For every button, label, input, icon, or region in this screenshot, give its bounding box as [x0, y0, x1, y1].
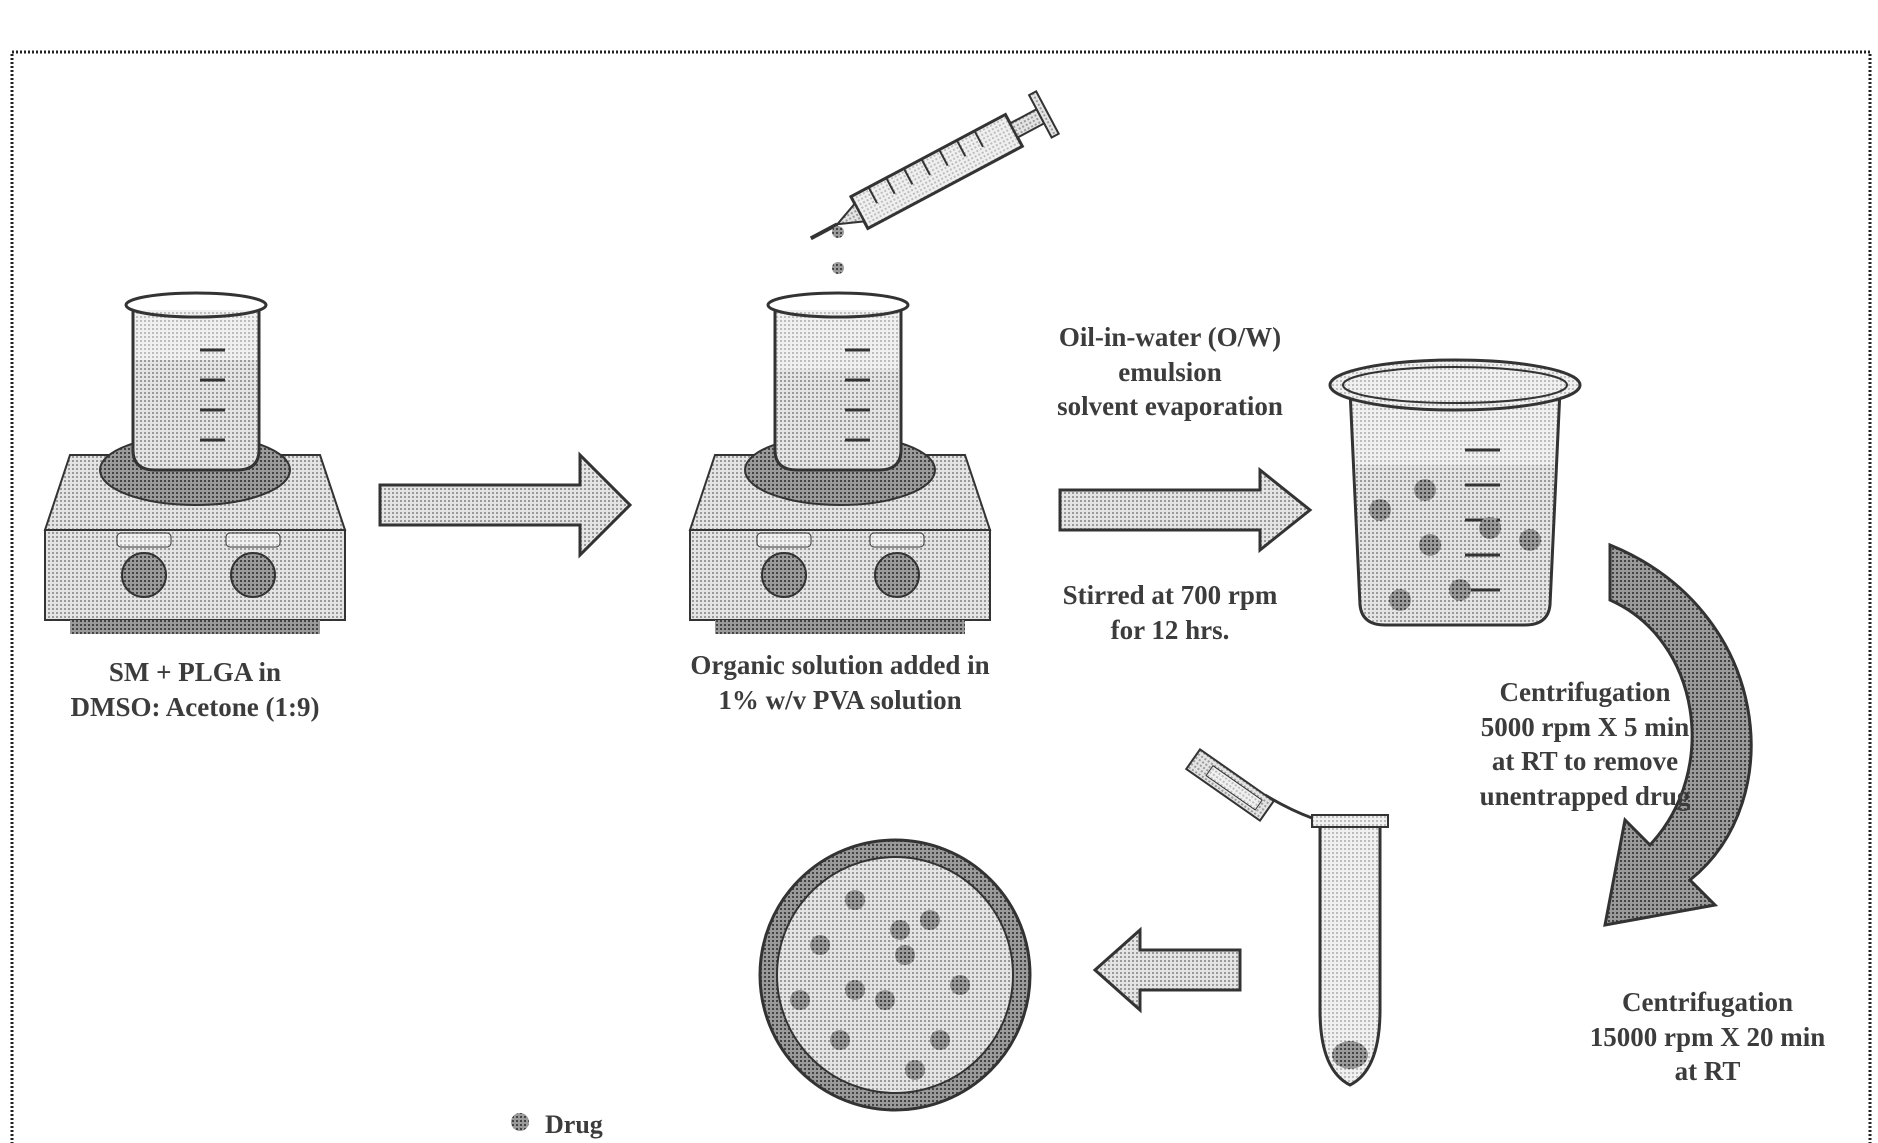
arrow-right-1: [380, 455, 630, 555]
centrifuge1-label: Centrifugation 5000 rpm X 5 min at RT to…: [1425, 675, 1745, 813]
emulsion-beaker: [1330, 360, 1580, 625]
process-top-label: Oil-in-water (O/W) emulsion solvent evap…: [1010, 320, 1330, 424]
arrow-left: [1095, 930, 1240, 1010]
step2-label: Organic solution added in 1% w/v PVA sol…: [655, 648, 1025, 717]
beaker-2: [768, 293, 908, 470]
legend-drug-label: Drug: [545, 1108, 665, 1141]
beaker-1: [126, 293, 266, 470]
drop-icon-1: [832, 226, 844, 238]
petri-dish: [760, 840, 1030, 1110]
microcentrifuge-tube: [1186, 749, 1388, 1085]
process-bottom-label: Stirred at 700 rpm for 12 hrs.: [1020, 578, 1320, 647]
drop-icon-2: [832, 262, 844, 274]
legend-drug-icon: [511, 1113, 529, 1131]
arrow-right-2: [1060, 470, 1310, 550]
centrifuge2-label: Centrifugation 15000 rpm X 20 min at RT: [1545, 985, 1870, 1089]
step1-label: SM + PLGA in DMSO: Acetone (1:9): [35, 655, 355, 724]
